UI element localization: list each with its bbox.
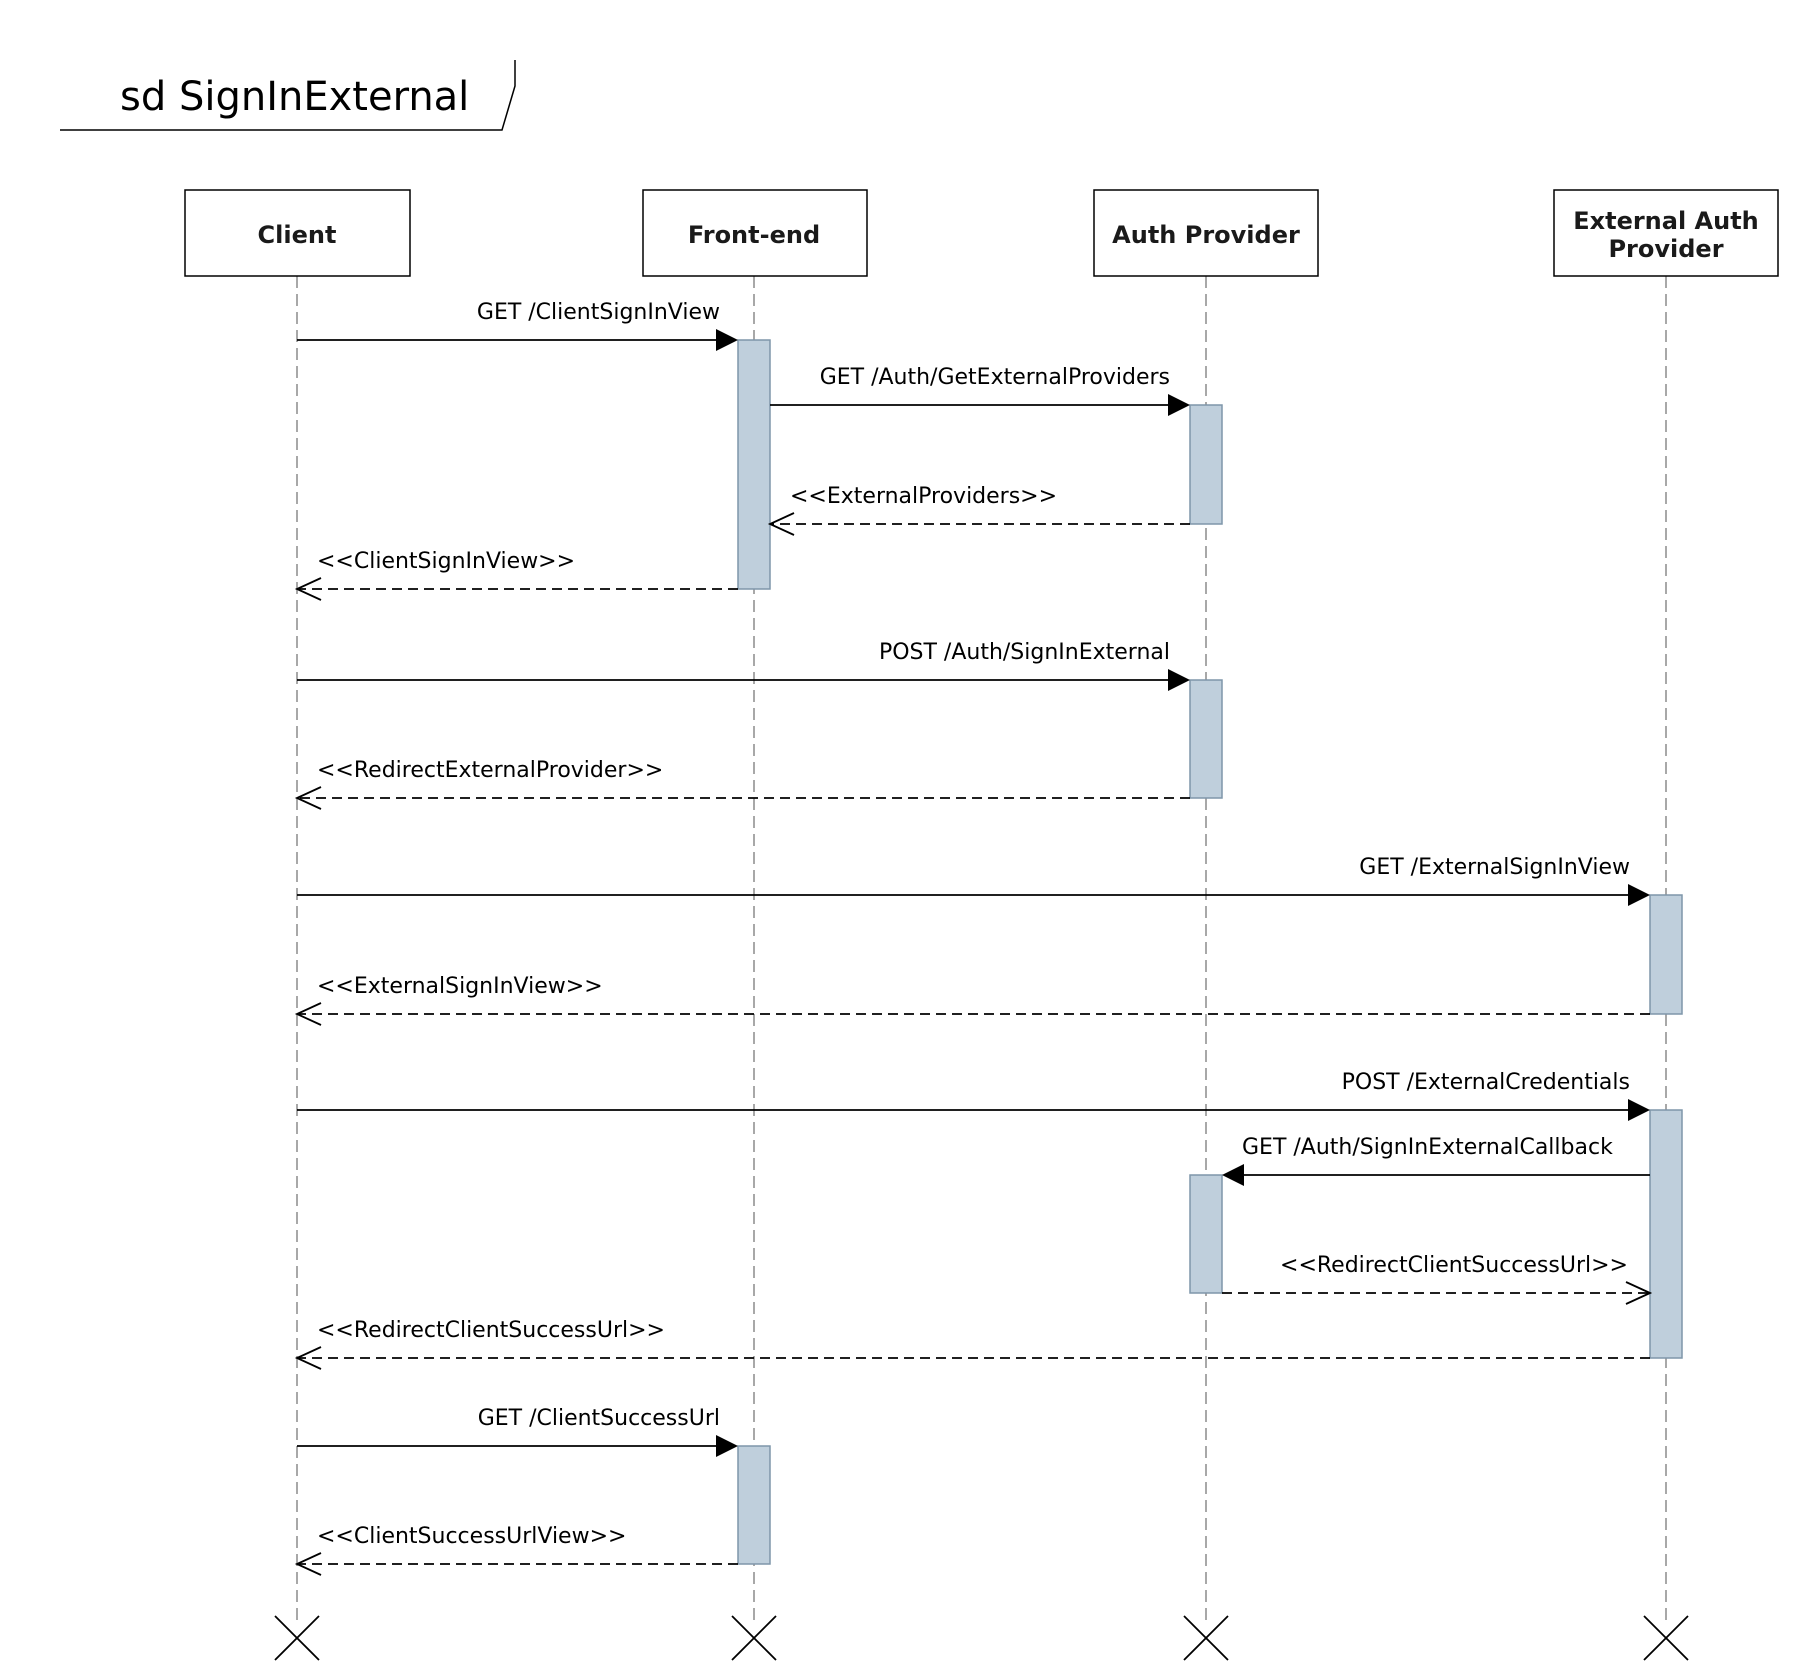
message-label: <<RedirectClientSuccessUrl>>	[317, 1318, 665, 1343]
participant-box-frontend	[642, 189, 868, 277]
arrowhead-filled	[1628, 1099, 1650, 1121]
participant-box-client	[184, 189, 411, 277]
activation-auth-2	[1189, 679, 1223, 799]
frame-title: sd SignInExternal	[120, 74, 469, 120]
message-label: GET /ExternalSignInView	[1359, 855, 1630, 880]
message-label: POST /ExternalCredentials	[1342, 1070, 1630, 1095]
message-get-auth-sign-in-external-callback: GET /Auth/SignInExternalCallback	[1222, 1135, 1650, 1186]
message-get-client-sign-in-view: GET /ClientSignInView	[297, 300, 738, 351]
arrowhead-filled	[716, 329, 738, 351]
arrowhead-filled	[1168, 669, 1190, 691]
frame-tab-outline	[60, 60, 516, 131]
message-get-auth-get-external-providers: GET /Auth/GetExternalProviders	[770, 365, 1190, 416]
participant-label-frontend: Front-end	[688, 221, 820, 249]
message-redirect-external-provider-reply: <<RedirectExternalProvider>>	[294, 758, 1190, 810]
participant-label-external-auth-provider-line1: External Auth	[1573, 207, 1759, 235]
participant-box-auth-provider	[1093, 189, 1319, 277]
arrowhead-open	[294, 577, 322, 601]
message-client-sign-in-view-reply: <<ClientSignInView>>	[294, 549, 738, 601]
message-external-providers-reply: <<ExternalProviders>>	[767, 484, 1190, 536]
destroy-auth-provider-icon	[1183, 1615, 1229, 1661]
message-label: GET /Auth/SignInExternalCallback	[1242, 1135, 1613, 1160]
participant-label-client: Client	[258, 221, 337, 249]
message-label: <<RedirectClientSuccessUrl>>	[1280, 1253, 1628, 1278]
arrowhead-open	[294, 786, 322, 810]
arrowhead-filled	[716, 1435, 738, 1457]
activation-external-2	[1649, 1109, 1683, 1359]
message-label: POST /Auth/SignInExternal	[879, 640, 1170, 665]
message-label: GET /ClientSignInView	[477, 300, 720, 325]
arrowhead-open	[767, 512, 795, 536]
message-label: <<RedirectExternalProvider>>	[317, 758, 663, 783]
frame-title-tab: sd SignInExternal	[60, 60, 516, 131]
activation-frontend-1	[737, 339, 771, 590]
arrowhead-open	[1625, 1281, 1653, 1305]
message-post-external-credentials: POST /ExternalCredentials	[297, 1070, 1650, 1121]
message-redirect-client-success-url-to-external: <<RedirectClientSuccessUrl>>	[1222, 1253, 1653, 1305]
arrowhead-open	[294, 1002, 322, 1026]
destroy-frontend-icon	[731, 1615, 777, 1661]
participant-box-external-auth-provider	[1553, 189, 1779, 277]
activation-external-1	[1649, 894, 1683, 1015]
message-get-client-success-url: GET /ClientSuccessUrl	[297, 1406, 738, 1457]
participant-auth-provider: Auth Provider	[1093, 189, 1319, 1620]
activation-frontend-2	[737, 1445, 771, 1565]
message-label: GET /Auth/GetExternalProviders	[820, 365, 1170, 390]
message-label: <<ClientSignInView>>	[317, 549, 575, 574]
message-label: <<ExternalProviders>>	[790, 484, 1057, 509]
message-external-sign-in-view-reply: <<ExternalSignInView>>	[294, 974, 1650, 1026]
message-label: <<ClientSuccessUrlView>>	[317, 1524, 626, 1549]
participant-frontend: Front-end	[642, 189, 868, 1620]
participant-label-auth-provider: Auth Provider	[1112, 221, 1300, 249]
participant-client: Client	[184, 189, 411, 1620]
participant-label-external-auth-provider-line2: Provider	[1608, 235, 1723, 263]
arrowhead-open	[294, 1346, 322, 1370]
message-redirect-client-success-url-to-client: <<RedirectClientSuccessUrl>>	[294, 1318, 1650, 1370]
destroy-client-icon	[274, 1615, 320, 1661]
activation-bars	[737, 339, 1683, 1565]
message-post-auth-sign-in-external: POST /Auth/SignInExternal	[297, 640, 1190, 691]
arrowhead-filled	[1168, 394, 1190, 416]
activation-auth-3	[1189, 1174, 1223, 1294]
message-label: <<ExternalSignInView>>	[317, 974, 603, 999]
message-label: GET /ClientSuccessUrl	[478, 1406, 720, 1431]
message-get-external-sign-in-view: GET /ExternalSignInView	[297, 855, 1650, 906]
destroy-markers	[274, 1615, 1689, 1661]
arrowhead-open	[294, 1552, 322, 1576]
message-client-success-url-view-reply: <<ClientSuccessUrlView>>	[294, 1524, 738, 1576]
arrowhead-filled	[1222, 1164, 1244, 1186]
arrowhead-filled	[1628, 884, 1650, 906]
participant-external-auth-provider: External Auth Provider	[1553, 189, 1779, 1620]
destroy-external-auth-provider-icon	[1643, 1615, 1689, 1661]
activation-auth-1	[1189, 404, 1223, 525]
